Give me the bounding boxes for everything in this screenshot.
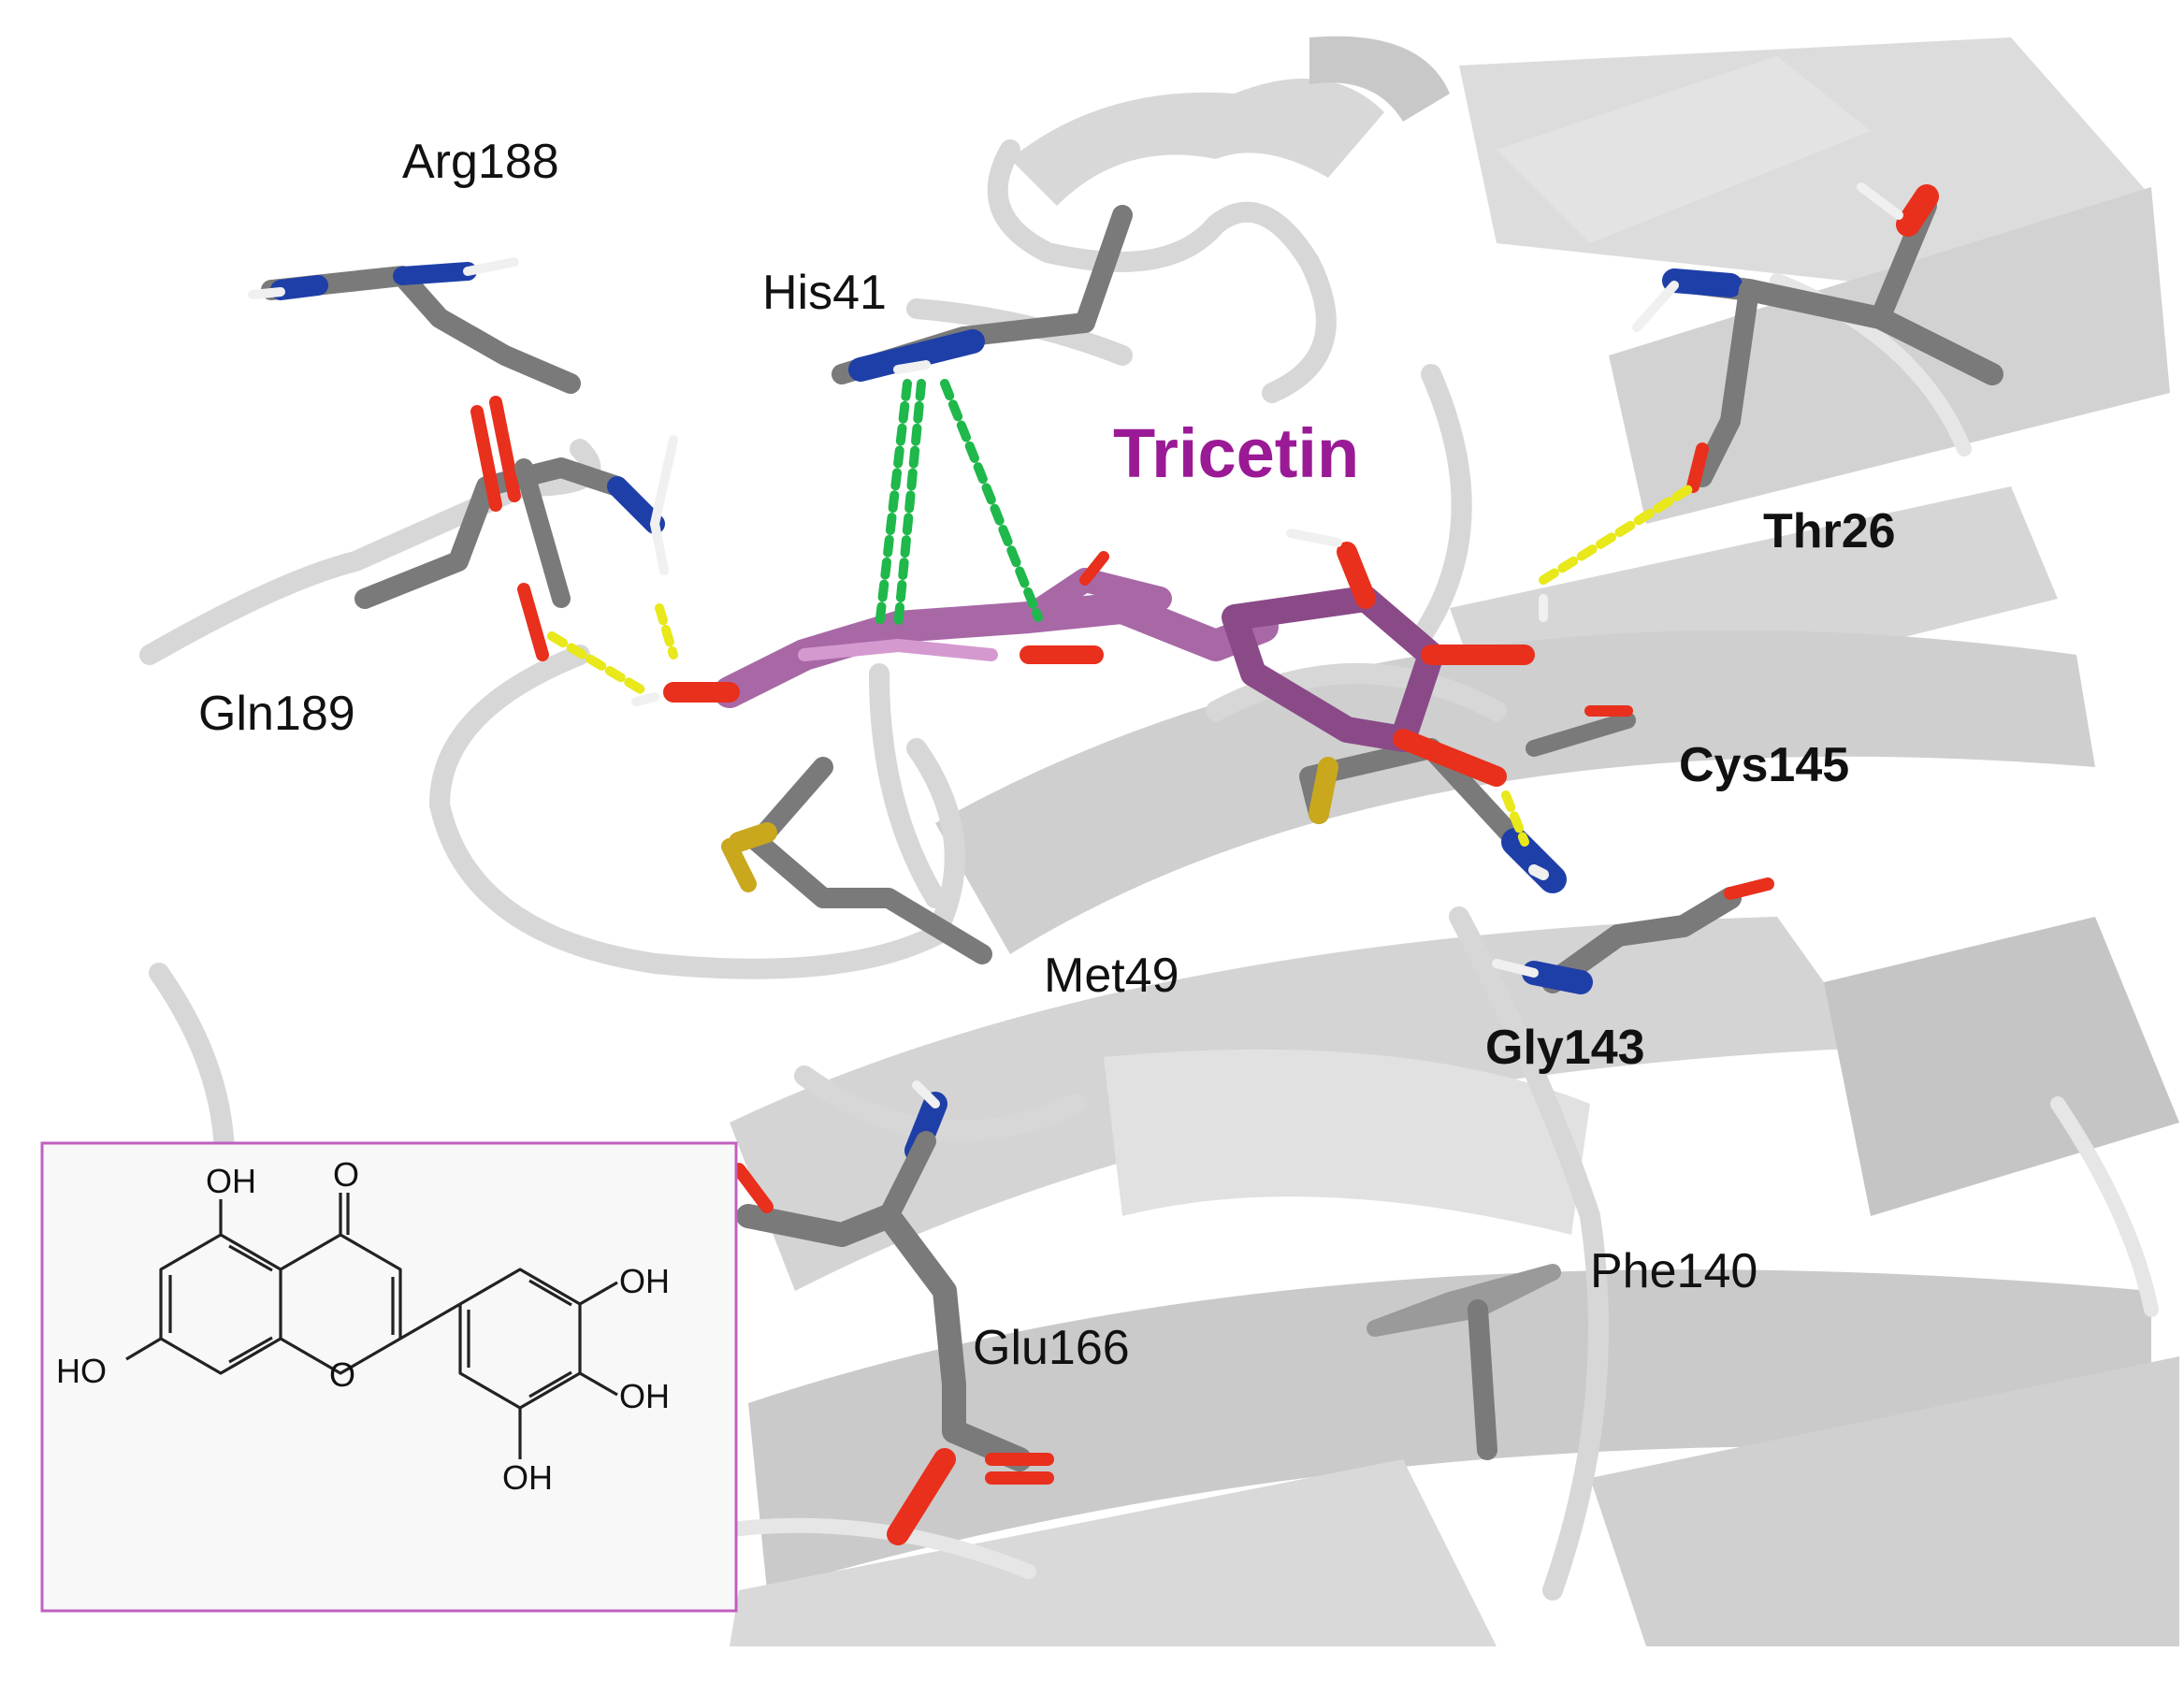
structure-inset: OH O HO O OH OH OH <box>40 1141 738 1613</box>
protein-ribbon <box>139 36 2179 1646</box>
label-thr26: Thr26 <box>1763 504 1896 558</box>
label-gly143: Gly143 <box>1485 1021 1645 1075</box>
inset-frame <box>40 1141 738 1613</box>
residue-his41-sticks <box>832 205 1133 384</box>
beta-strand <box>1497 56 1871 243</box>
residue-arg188-sticks <box>248 257 581 394</box>
residue-cys145-sticks <box>1299 705 1636 893</box>
beta-strand <box>748 1269 2151 1590</box>
coil-loop <box>987 139 1337 403</box>
hbond-thr26 <box>1539 482 1698 585</box>
coil-loop <box>2050 1096 2159 1317</box>
beta-strand <box>1590 1356 2179 1646</box>
atom-o1: O <box>329 1355 355 1394</box>
label-cys145: Cys145 <box>1679 738 1849 792</box>
hydrogen-bonds <box>547 482 1698 847</box>
beta-strand <box>1824 917 2179 1216</box>
label-his41: His41 <box>762 266 887 320</box>
residue-gln189-sticks <box>354 396 678 661</box>
label-phe140: Phe140 <box>1590 1244 1757 1298</box>
atom-oh3p: OH <box>619 1262 670 1300</box>
atom-o4: O <box>333 1155 359 1194</box>
beta-strand <box>730 1459 1497 1646</box>
atom-oh5p: OH <box>502 1458 553 1497</box>
coil-loop <box>1411 364 1472 646</box>
residue-glu166-sticks <box>732 1080 1054 1545</box>
coil-loop <box>869 663 946 908</box>
hbond-gln189-n <box>655 603 678 659</box>
atom-oh4p: OH <box>619 1377 670 1415</box>
atom-ho7: HO <box>56 1352 107 1390</box>
inset-atom-labels: OH O HO O OH OH OH <box>56 1155 670 1497</box>
ligand-tricetin-sticks <box>631 529 1548 787</box>
label-arg188: Arg188 <box>402 135 559 189</box>
helix <box>1010 79 1384 206</box>
hbond-gln189 <box>547 631 650 697</box>
residue-thr26-sticks <box>1632 182 2003 493</box>
label-met49: Met49 <box>1044 949 1179 1003</box>
helix <box>1309 36 1450 122</box>
hbond-cys145 <box>1501 790 1529 847</box>
residue-gly143-sticks <box>1492 877 1774 994</box>
residue-met49-sticks <box>721 757 992 964</box>
residue-labels: Arg188 His41 Thr26 Gln189 Cys145 Met49 G… <box>198 135 1896 1375</box>
label-ligand: Tricetin <box>1113 414 1359 492</box>
label-glu166: Glu166 <box>973 1321 1130 1375</box>
pi-interactions <box>875 379 1043 631</box>
pi-his41-3 <box>940 379 1043 622</box>
coil-loop <box>149 963 235 1170</box>
atom-oh5: OH <box>206 1162 256 1200</box>
beta-strand <box>935 630 2095 954</box>
coil-loop <box>428 645 965 979</box>
inset-skeleton <box>125 1193 618 1459</box>
label-gln189: Gln189 <box>198 687 355 741</box>
residue-phe140-sticks <box>1367 1264 1561 1460</box>
pi-his41-2 <box>893 379 926 631</box>
coil-loop <box>1206 663 1507 721</box>
coil-loop <box>1449 906 1609 1601</box>
pi-his41-1 <box>875 379 912 631</box>
beta-strand <box>1104 1049 1590 1235</box>
